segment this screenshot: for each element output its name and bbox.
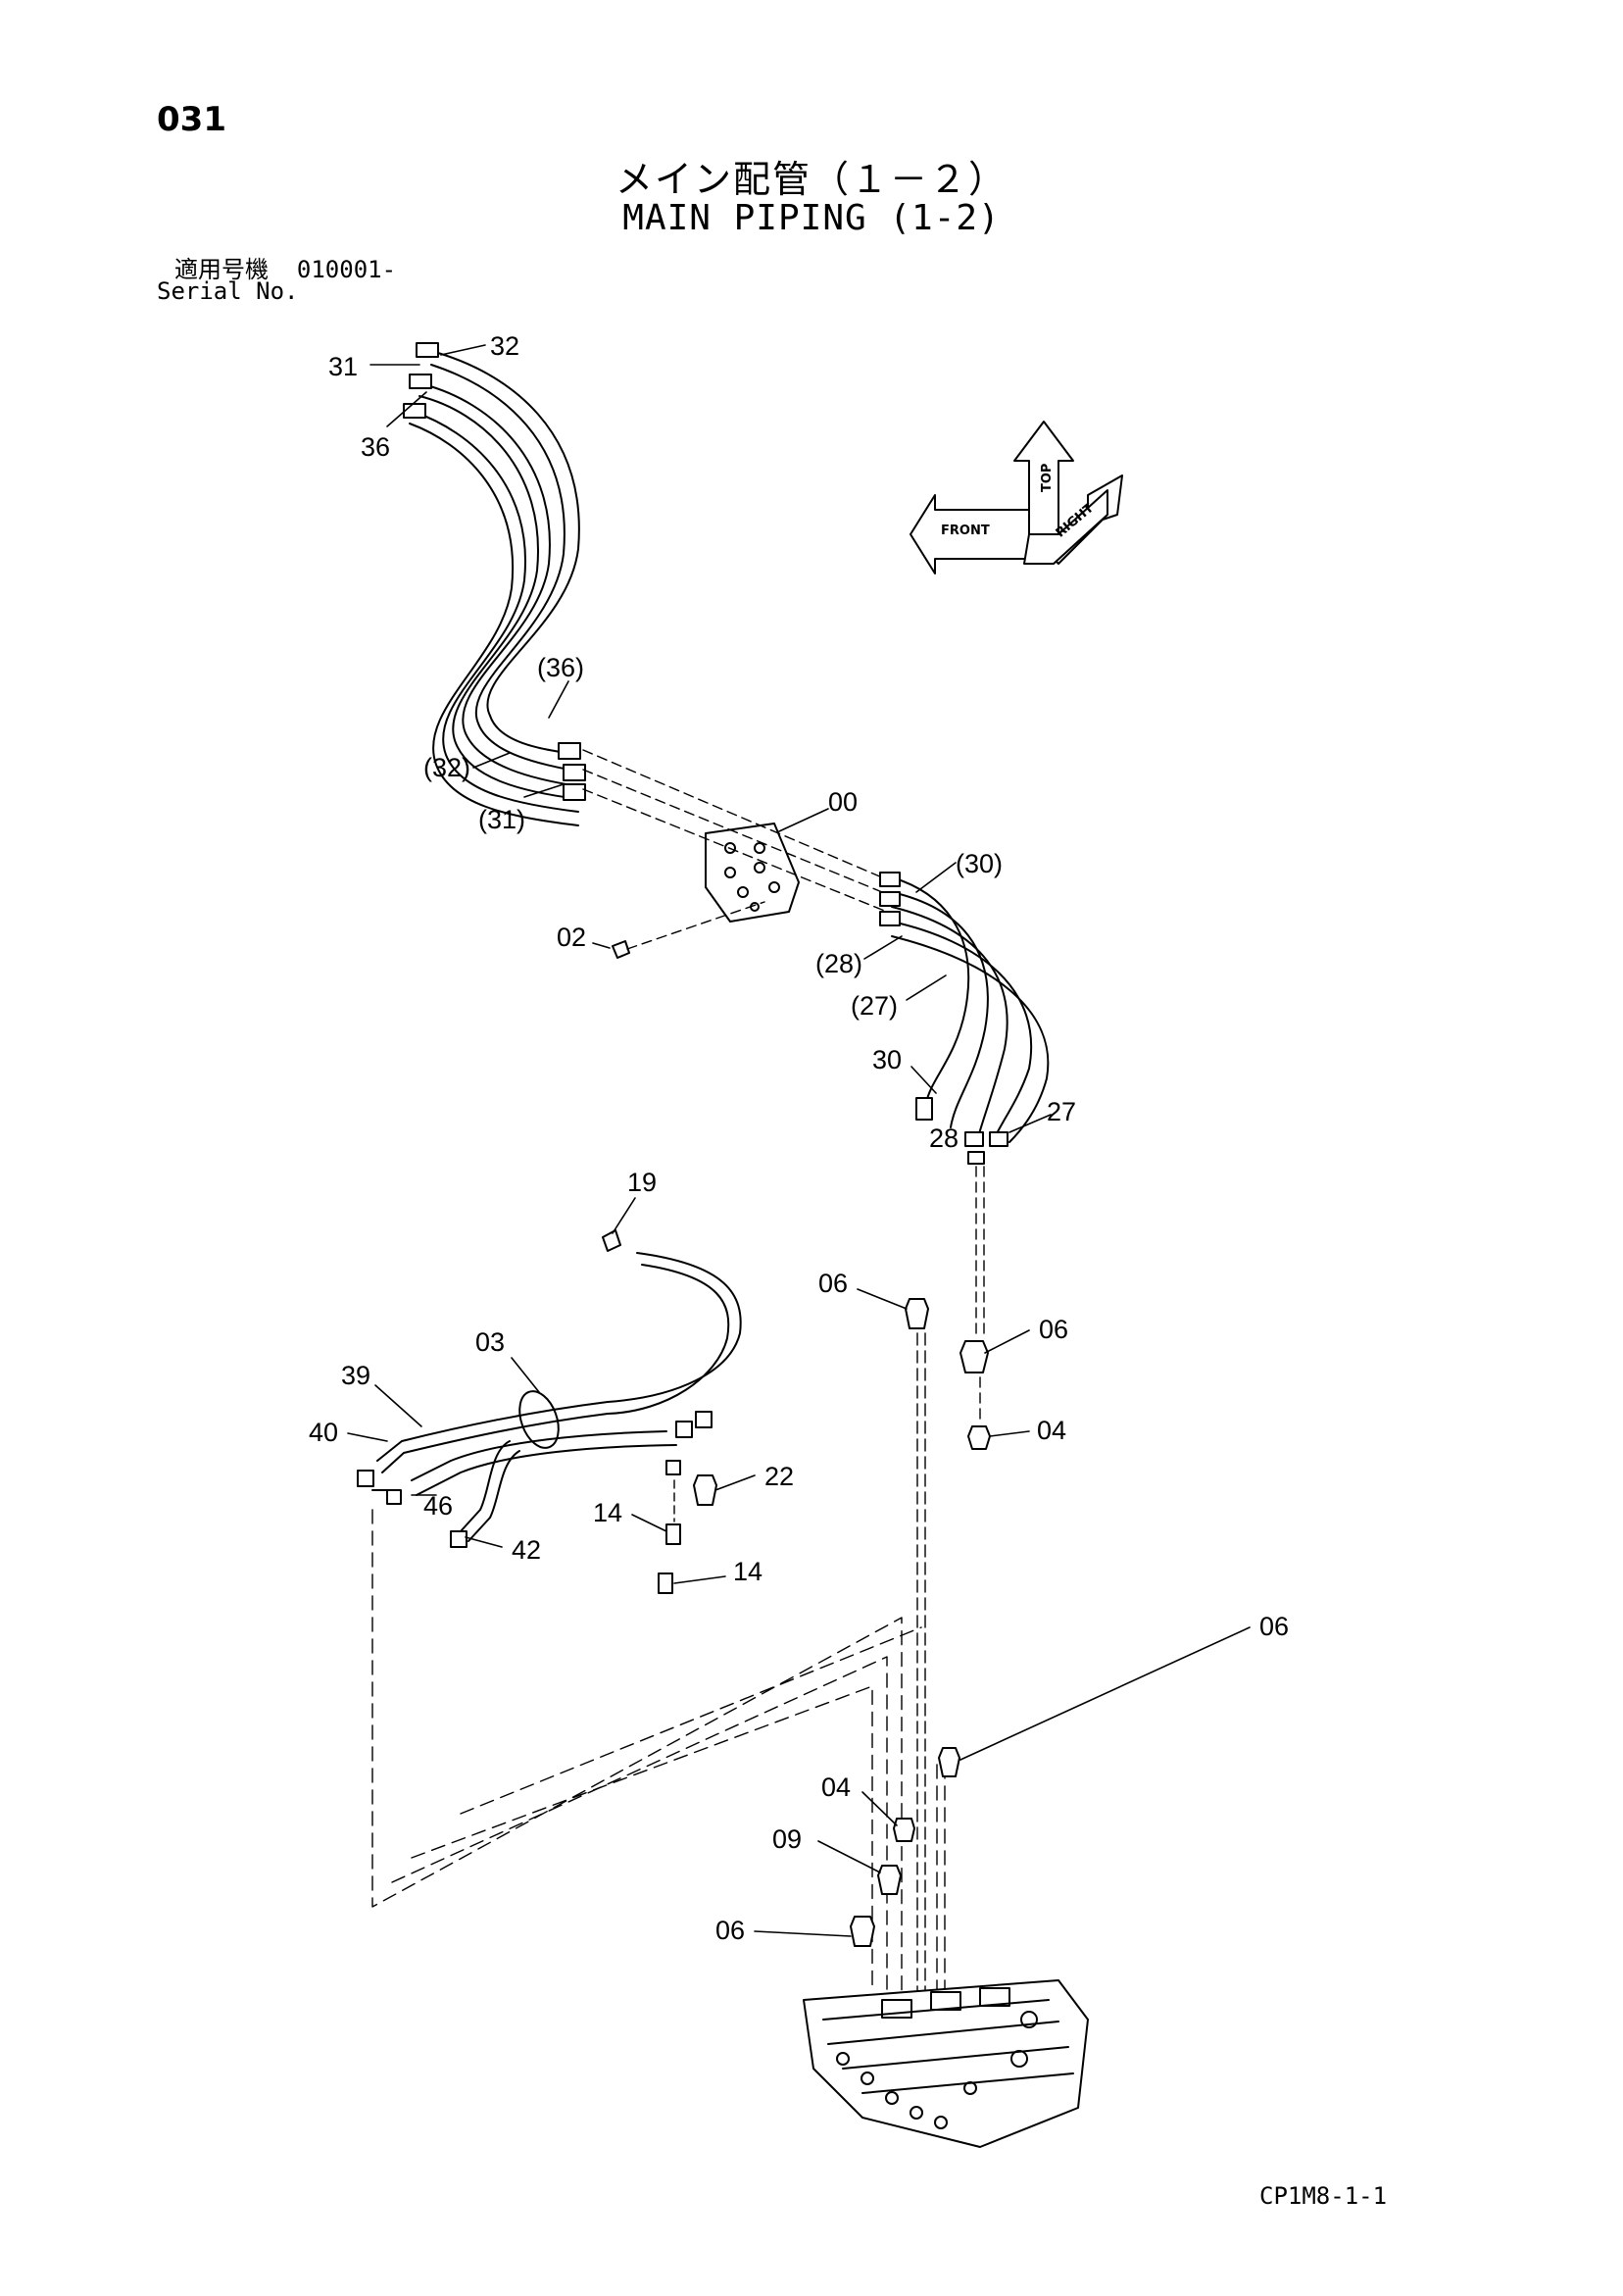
- callout-09: 09: [772, 1824, 802, 1854]
- serial-label-japanese: 適用号機: [174, 256, 269, 283]
- lower-hose-assembly: [357, 1229, 742, 1594]
- serial-line-japanese: 適用号機 010001-: [174, 250, 396, 284]
- footer-code: CP1M8-1-1: [1259, 2182, 1388, 2210]
- right-hose-bundle: [879, 872, 1050, 1147]
- callout-06-far-right: 06: [1259, 1612, 1289, 1641]
- callout-27: 27: [1047, 1097, 1076, 1126]
- bolt-02: [612, 940, 630, 959]
- orientation-front-label: FRONT: [941, 524, 990, 538]
- callout-03: 03: [475, 1327, 505, 1357]
- upper-dash-lines: [582, 749, 888, 950]
- right-vertical-fittings: [959, 1151, 991, 1450]
- long-dash-fitting: [905, 1298, 929, 1991]
- callout-40: 40: [309, 1418, 338, 1447]
- callout-00: 00: [828, 787, 858, 817]
- callout-27-ref: (27): [851, 991, 898, 1021]
- serial-label-english: Serial No.: [157, 277, 299, 305]
- callout-04-lower: 04: [821, 1772, 851, 1802]
- callout-30-ref: (30): [956, 849, 1003, 878]
- callout-14-upper: 14: [593, 1498, 622, 1527]
- orientation-top-label: TOP: [1040, 464, 1055, 492]
- callout-36-ref: (36): [537, 653, 584, 682]
- callout-06-right: 06: [1039, 1315, 1068, 1344]
- serial-value: 010001-: [296, 256, 397, 283]
- orientation-indicator: FRONT TOP RIGHT: [910, 421, 1123, 574]
- callout-labels: 32 31 36 (36) (32) (31) 00 (30) 02 (28) …: [309, 331, 1289, 1945]
- callout-36-top: 36: [361, 432, 390, 462]
- callout-28: 28: [929, 1123, 959, 1153]
- title-japanese: メイン配管（１－２）: [615, 158, 1008, 201]
- callout-04-right: 04: [1037, 1416, 1066, 1445]
- callout-32-top: 32: [490, 331, 519, 361]
- callout-06-lower: 06: [715, 1916, 745, 1945]
- callout-02: 02: [557, 923, 586, 952]
- callout-31-top: 31: [328, 352, 358, 381]
- callout-46: 46: [423, 1491, 453, 1521]
- callout-42: 42: [512, 1535, 541, 1565]
- page-number: 031: [157, 100, 226, 139]
- upper-hose-bundle: [403, 342, 586, 826]
- routing-dash-lines: [371, 1509, 946, 1991]
- callout-39: 39: [341, 1361, 370, 1390]
- control-valve: [803, 1979, 1089, 2148]
- callout-19: 19: [627, 1168, 657, 1197]
- callout-31-ref: (31): [478, 805, 525, 834]
- callout-30: 30: [872, 1045, 902, 1074]
- leader-lines: [347, 344, 1251, 1937]
- callout-06-mid: 06: [818, 1269, 848, 1298]
- title-english: MAIN PIPING (1-2): [622, 198, 1001, 238]
- callout-28-ref: (28): [815, 949, 862, 978]
- callout-14-lower: 14: [733, 1557, 762, 1586]
- callout-32-ref: (32): [423, 753, 470, 782]
- valve-fittings: [850, 1747, 960, 1947]
- callout-22: 22: [764, 1462, 794, 1491]
